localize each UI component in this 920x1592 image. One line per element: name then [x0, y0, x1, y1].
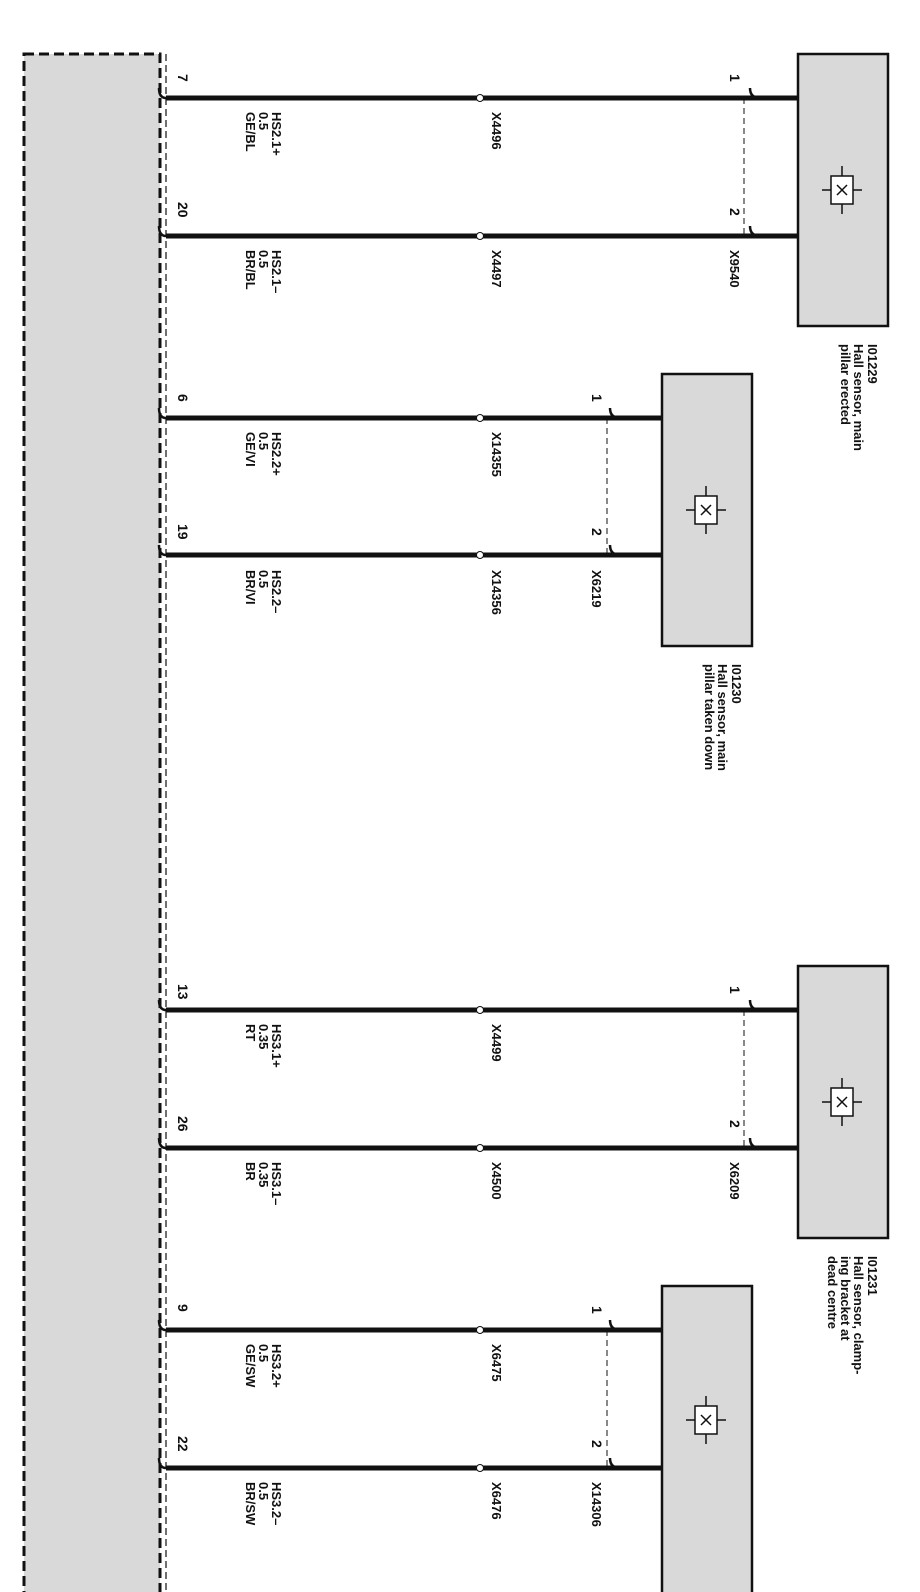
component-id: I01230 — [729, 664, 744, 704]
sensor-pin-labels: 1 2 1 2 1 2 1 2 — [589, 74, 743, 1448]
wire-id-label: X4496 — [489, 112, 504, 150]
connector-label: X9540 — [727, 250, 742, 288]
wire-id-label: X4500 — [489, 1162, 504, 1200]
wire-id-label: X6475 — [489, 1344, 504, 1382]
sensor-pin-label: 2 — [727, 208, 743, 216]
wire-size: 0.5 — [256, 250, 271, 268]
signal-name: HS2.1– — [269, 250, 284, 293]
component-name-line: pillar taken down — [702, 664, 717, 770]
ecu-pin-label: 6 — [175, 394, 191, 402]
component-name-line: pillar erected — [838, 344, 853, 425]
sensor-pin-label: 2 — [589, 528, 605, 536]
signal-name: HS2.2– — [269, 570, 284, 613]
wire-spec: HS2.2– 0.5 BR/VI — [243, 570, 284, 613]
sensor-box-i01229 — [796, 52, 890, 328]
ecu-pin-label: 9 — [175, 1304, 191, 1312]
component-name-line: dead centre — [825, 1256, 840, 1329]
component-label-i01230: I01230 Hall sensor, main pillar taken do… — [702, 664, 744, 771]
wire-color: BR/VI — [243, 570, 258, 605]
wire-spec: HS2.2+ 0.5 GE/VI — [243, 432, 284, 476]
sensor-box-unlabeled — [660, 1284, 754, 1592]
signal-name: HS3.1– — [269, 1162, 284, 1205]
connector-label: X14306 — [589, 1482, 604, 1527]
sensor-pin-label: 2 — [727, 1120, 743, 1128]
wire-spec: HS2.1+ 0.5 GE/BL — [243, 112, 284, 156]
ecu-pin-label: 20 — [175, 202, 191, 218]
signal-name: HS2.2+ — [269, 432, 284, 476]
wire-id-label: X4499 — [489, 1024, 504, 1062]
component-id: I01231 — [865, 1256, 880, 1296]
hall-sensor-icon — [686, 1396, 726, 1444]
wire-size: 0.5 — [256, 1344, 271, 1362]
hall-sensor-icon — [686, 486, 726, 534]
wire-id-labels: X4496 X4497 X14355 X14356 X4499 X4500 X6… — [489, 112, 504, 1520]
wire-spec: HS2.1– 0.5 BR/BL — [243, 250, 284, 293]
component-label-i01229: I01229 Hall sensor, main pillar erected — [838, 344, 880, 451]
component-name-line: Hall sensor, main — [851, 344, 866, 451]
wire-spec: HS3.2+ 0.5 GE/SW — [243, 1344, 284, 1388]
wire — [157, 1137, 800, 1152]
sensor-box-i01231 — [796, 964, 890, 1240]
ecu-pin-label: 26 — [175, 1116, 191, 1132]
wire-id-label: X6476 — [489, 1482, 504, 1520]
wire-spec: HS3.1– 0.35 BR — [243, 1162, 284, 1205]
connector-label: X6219 — [589, 570, 604, 608]
connector-label: X6209 — [727, 1162, 742, 1200]
wire-color: BR/SW — [243, 1482, 258, 1526]
wire-size: 0.5 — [256, 432, 271, 450]
wire-color: GE/SW — [243, 1344, 258, 1388]
wire — [157, 407, 662, 422]
wire-color: BR/BL — [243, 250, 258, 290]
ecu-pin-labels: 7 20 6 19 13 26 9 22 — [175, 74, 191, 1452]
component-name-line: Hall sensor, clamp- — [851, 1256, 866, 1375]
wire — [157, 225, 800, 240]
component-id: I01229 — [865, 344, 880, 384]
wire-spec: HS3.1+ 0.35 RT — [243, 1024, 284, 1068]
wires — [157, 87, 800, 1472]
wire-spec-labels: HS2.1+ 0.5 GE/BL HS2.1– 0.5 BR/BL HS2.2+… — [243, 112, 284, 1526]
wire-size: 0.5 — [256, 112, 271, 130]
wire-spec: HS3.2– 0.5 BR/SW — [243, 1482, 284, 1526]
hall-sensor-icon — [822, 166, 862, 214]
wire — [157, 1319, 662, 1334]
wire-size: 0.35 — [256, 1024, 271, 1049]
wire-color: RT — [243, 1024, 258, 1041]
ecu-pin-label: 19 — [175, 524, 191, 540]
wire-id-label: X4497 — [489, 250, 504, 288]
connector-labels: X9540 X6219 X6209 X14306 — [589, 250, 742, 1527]
sensor-pin-label: 1 — [589, 1306, 605, 1314]
sensor-pin-label: 1 — [727, 986, 743, 994]
ecu-pin-label: 22 — [175, 1436, 191, 1452]
sensor-pin-label: 2 — [589, 1440, 605, 1448]
wire-id-label: X14355 — [489, 432, 504, 477]
ecu-pin-label: 13 — [175, 984, 191, 1000]
wire-size: 0.5 — [256, 570, 271, 588]
signal-name: HS3.2+ — [269, 1344, 284, 1388]
wire-id-label: X14356 — [489, 570, 504, 615]
wire-color: GE/BL — [243, 112, 258, 152]
wire — [157, 544, 662, 559]
sensor-box-i01230 — [660, 372, 754, 648]
wire-color: GE/VI — [243, 432, 258, 467]
wire-size: 0.35 — [256, 1162, 271, 1187]
wire-color: BR — [243, 1162, 258, 1181]
sensor-pin-label: 1 — [589, 394, 605, 402]
signal-name: HS2.1+ — [269, 112, 284, 156]
wire — [157, 1457, 662, 1472]
component-name-line: ing bracket at — [838, 1256, 853, 1341]
control-unit-box — [22, 52, 162, 1592]
component-name-line: Hall sensor, main — [715, 664, 730, 771]
wire-size: 0.5 — [256, 1482, 271, 1500]
sensor-pin-label: 1 — [727, 74, 743, 82]
hall-sensor-icon — [822, 1078, 862, 1126]
ecu-pin-label: 7 — [175, 74, 191, 82]
signal-name: HS3.2– — [269, 1482, 284, 1525]
wire — [157, 87, 800, 102]
signal-name: HS3.1+ — [269, 1024, 284, 1068]
wire — [157, 999, 800, 1014]
component-label-i01231: I01231 Hall sensor, clamp- ing bracket a… — [825, 1256, 880, 1375]
